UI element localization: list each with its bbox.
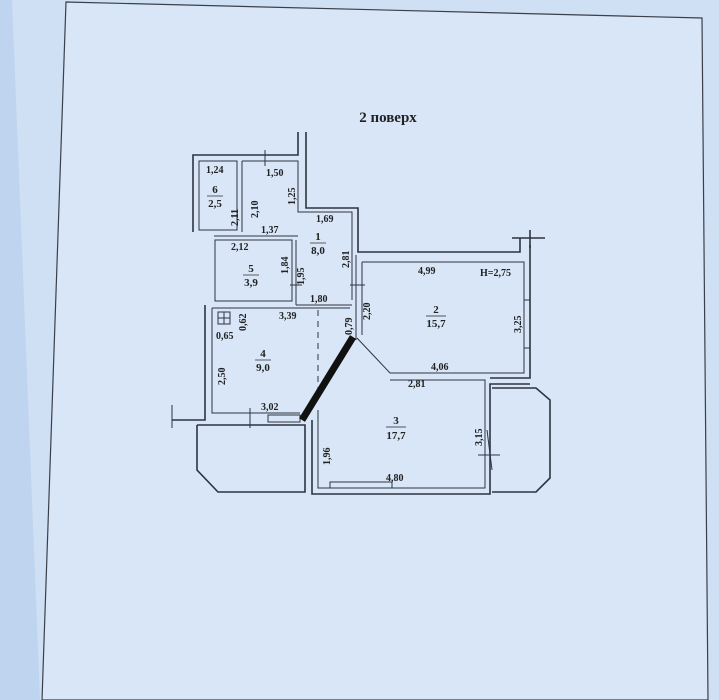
room-2-number: 2 xyxy=(433,304,439,316)
dimension-label: 2,50 xyxy=(217,368,228,386)
room-6-number: 6 xyxy=(212,184,218,196)
dimension-label: 0,65 xyxy=(216,331,234,342)
dimension-label: 0,79 xyxy=(344,318,355,336)
room-4-area: 9,0 xyxy=(256,362,270,374)
dimension-label: 2,11 xyxy=(230,209,241,226)
page-border xyxy=(41,1,709,700)
room-6-area: 2,5 xyxy=(208,198,222,210)
dimension-label: 1,80 xyxy=(310,294,328,305)
dimension-label: 4,80 xyxy=(386,473,404,484)
walls xyxy=(171,132,551,495)
room-4-number: 4 xyxy=(260,348,266,360)
room-2-area: 15,7 xyxy=(426,318,446,330)
dimension-label: 1,37 xyxy=(261,225,279,236)
plan-title: 2 поверх xyxy=(359,110,417,126)
room-labels: 1 8,0 2 15,7 3 17,7 4 9,0 5 3,9 6 2,5 xyxy=(207,184,446,442)
dimension-label: 3,15 xyxy=(474,429,485,447)
dimension-label: 1,25 xyxy=(287,188,298,206)
dimension-label: 1,50 xyxy=(266,168,284,179)
dimension-label: 4,06 xyxy=(431,362,449,373)
room-3-area: 17,7 xyxy=(386,430,406,442)
dimension-label: 4,99 xyxy=(418,266,436,277)
dimension-label: 1,96 xyxy=(322,448,333,466)
dimension-label: 2,12 xyxy=(231,242,249,253)
dimension-label: 1,69 xyxy=(316,214,334,225)
room-5-area: 3,9 xyxy=(244,277,258,289)
dimension-label: 1,84 xyxy=(280,257,291,275)
ventilation-shaft-icon xyxy=(217,311,231,325)
ceiling-height-label: H=2,75 xyxy=(480,268,511,279)
dimension-label: 2,81 xyxy=(341,251,352,269)
marker-stroke xyxy=(299,335,356,422)
room-5-number: 5 xyxy=(248,263,254,275)
dimension-label: 2,20 xyxy=(362,303,373,321)
dimension-label: 2,10 xyxy=(250,201,261,219)
dimension-label: 3,25 xyxy=(513,316,524,334)
dimension-label: 3,39 xyxy=(279,311,297,322)
room-1-number: 1 xyxy=(315,231,321,243)
dimension-label: 0,62 xyxy=(238,314,249,332)
dimension-label: 3,02 xyxy=(261,402,279,413)
dimension-label: 1,24 xyxy=(206,165,224,176)
room-3-number: 3 xyxy=(393,415,399,427)
room-1-area: 8,0 xyxy=(311,245,325,257)
dimension-label: 2,81 xyxy=(408,379,426,390)
dimension-labels: 1,24 1,50 1,25 2,11 2,10 1,69 1,37 2,81 … xyxy=(206,165,524,484)
dimension-label: 1,95 xyxy=(296,268,307,286)
